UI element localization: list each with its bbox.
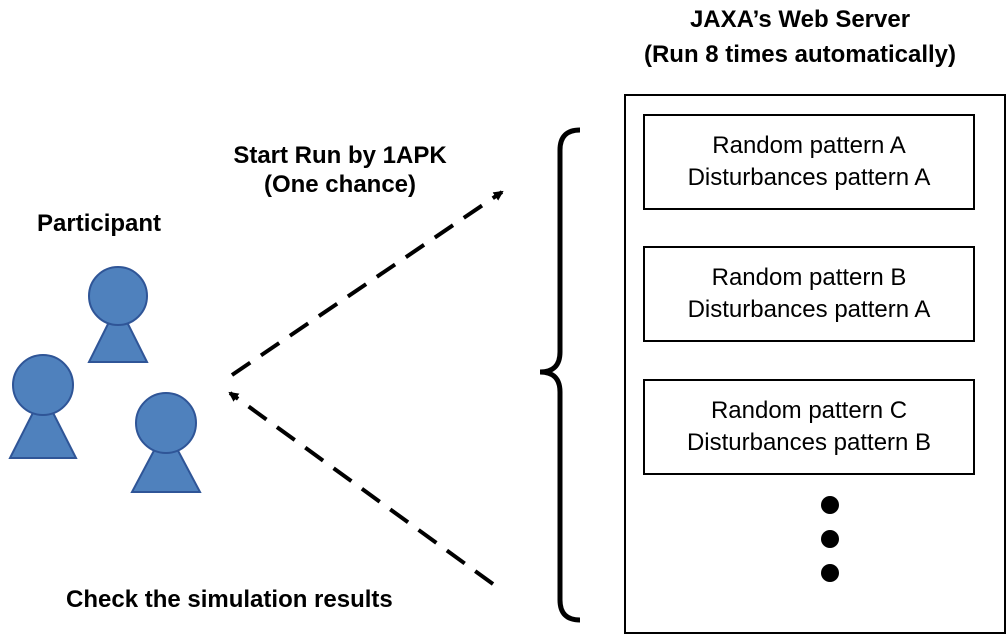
person-icon-right xyxy=(130,392,202,493)
disturbance-pattern-label: Disturbances pattern A xyxy=(687,164,931,191)
curly-brace xyxy=(539,127,581,623)
check-results-label: Check the simulation results xyxy=(66,586,393,613)
server-title: JAXA’s Web Server (Run 8 times automatic… xyxy=(592,6,1008,70)
disturbance-pattern-label: Disturbances pattern B xyxy=(686,429,932,456)
start-run-arrow xyxy=(230,190,504,377)
results-return-arrow xyxy=(228,391,495,586)
start-run-label-line2: (One chance) xyxy=(263,170,417,198)
start-run-label-line1: Start Run by 1APK xyxy=(233,142,447,169)
person-icon-left xyxy=(8,354,78,459)
random-pattern-label: Random pattern A xyxy=(712,131,906,159)
server-title-line2: (Run 8 times automatically) xyxy=(643,40,957,68)
random-pattern-label: Random pattern C xyxy=(710,396,908,424)
pattern-box: Random pattern A Disturbances pattern A xyxy=(643,114,975,210)
pattern-box: Random pattern B Disturbances pattern A xyxy=(643,246,975,342)
person-icon-top xyxy=(87,266,149,363)
ellipsis-dot xyxy=(821,496,839,514)
random-pattern-label: Random pattern B xyxy=(711,263,907,291)
ellipsis-dot xyxy=(821,530,839,548)
ellipsis-dot xyxy=(821,564,839,582)
server-title-line1: JAXA’s Web Server xyxy=(689,6,911,33)
participant-label: Participant xyxy=(37,210,162,237)
start-run-label: Start Run by 1APK (One chance) xyxy=(190,142,490,200)
disturbance-pattern-label: Disturbances pattern A xyxy=(687,296,931,323)
pattern-box: Random pattern C Disturbances pattern B xyxy=(643,379,975,475)
